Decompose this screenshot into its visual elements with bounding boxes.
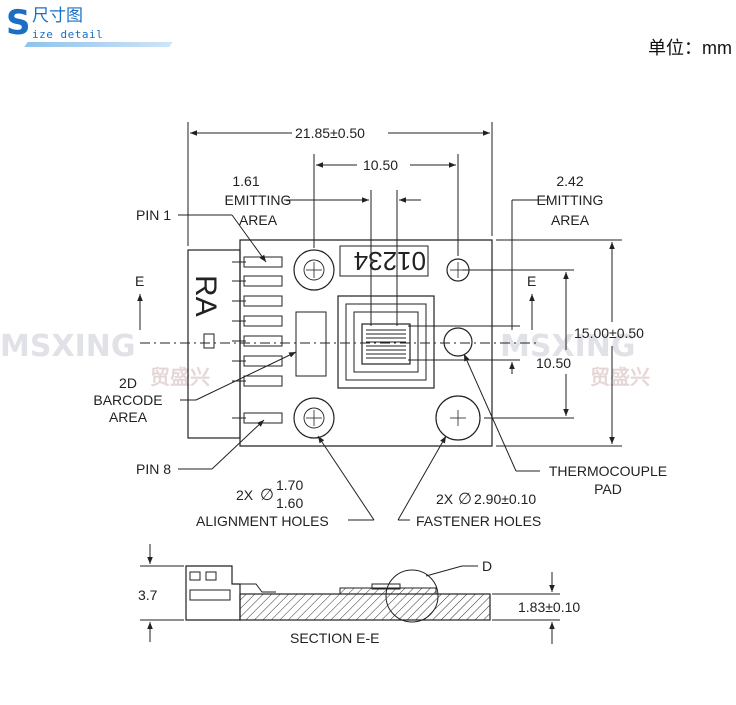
thermo-line1: THERMOCOUPLE — [549, 463, 667, 479]
watermark-brand-cn-right: 贸盛兴 — [590, 365, 650, 389]
chip-inner — [353, 311, 419, 373]
section-mark-left: E — [135, 273, 144, 289]
detail-label: D — [482, 558, 492, 574]
fastener-hole-bottom — [435, 395, 481, 441]
centre-marks — [306, 262, 466, 426]
fast-label: FASTENER HOLES — [416, 513, 541, 529]
inner-width-dim: 10.50 — [363, 157, 398, 173]
size-detail-logo: S 尺寸图 ize detail — [6, 3, 173, 48]
diameter-symbol-right: ∅ — [458, 491, 472, 508]
section-height-dim: 3.7 — [138, 587, 158, 603]
section-labels: 3.7 1.83±0.10 D SECTION E-E — [138, 558, 580, 646]
thermo-line2: PAD — [594, 481, 622, 497]
section-pin-lead — [232, 583, 276, 593]
height-dim: 15.00±0.50 — [574, 325, 644, 341]
top-view-labels: 21.85±0.50 10.50 1.61 EMITTING AREA 2.42… — [93, 125, 667, 529]
emitter-fins — [366, 329, 406, 359]
section-connector-slot1 — [189, 571, 201, 581]
alignment-hole-bottom-inner — [303, 407, 325, 429]
align-dia-upper: 1.70 — [276, 477, 303, 493]
section-die — [371, 583, 401, 590]
emit-right-line1: EMITTING — [537, 192, 604, 208]
width-dim: 21.85±0.50 — [295, 125, 365, 141]
connector-text: RA — [189, 275, 222, 317]
section-connector-slot3 — [189, 589, 231, 601]
alignment-hole-bottom — [293, 397, 335, 439]
barcode-line2: BARCODE — [93, 392, 162, 408]
barcode-area — [295, 311, 327, 377]
top-view-dimensions — [137, 122, 622, 521]
align-prefix: 2X — [236, 487, 254, 503]
thermocouple-pad — [443, 327, 473, 357]
pin8-label: PIN 8 — [136, 461, 171, 477]
connector-key — [203, 333, 215, 349]
align-label: ALIGNMENT HOLES — [196, 513, 329, 529]
barcode-line1: 2D — [119, 375, 137, 391]
section-base-dim: 1.83±0.10 — [518, 599, 580, 615]
barcode-line3: AREA — [109, 409, 148, 425]
chip-outer — [337, 295, 435, 389]
watermark: MSXING MSXING 贸盛兴 贸盛兴 — [0, 329, 650, 389]
diameter-symbol-left: ∅ — [260, 487, 274, 504]
section-connector-slot2 — [205, 571, 217, 581]
section-mark-right: E — [527, 273, 536, 289]
logo-letter: S — [6, 3, 31, 43]
pin-pads — [243, 256, 283, 424]
top-view: RA 01234 — [140, 239, 540, 447]
emit-left-line2: AREA — [239, 212, 278, 228]
fast-prefix: 2X — [436, 491, 454, 507]
chip-middle — [345, 303, 427, 381]
section-title: SECTION E-E — [290, 630, 379, 646]
section-dimensions — [140, 544, 560, 644]
emit-right-value: 2.42 — [556, 173, 583, 189]
logo-title-en: ize detail — [32, 28, 104, 41]
unit-label: 单位：mm — [648, 38, 732, 58]
section-base-plate — [239, 593, 491, 621]
alignment-hole-top — [293, 249, 335, 291]
emit-left-value: 1.61 — [232, 173, 259, 189]
alignment-hole-top-inner — [303, 259, 325, 281]
section-connector — [185, 565, 241, 621]
section-package — [339, 587, 437, 595]
emit-left-line1: EMITTING — [225, 192, 292, 208]
connector-pins — [232, 261, 246, 419]
pin1-label: PIN 1 — [136, 207, 171, 223]
watermark-brand-left: MSXING — [0, 329, 135, 364]
part-number: 01234 — [354, 246, 426, 276]
detail-circle — [385, 569, 439, 623]
fast-dia: 2.90±0.10 — [474, 491, 536, 507]
section-view — [185, 565, 491, 623]
board-outline — [239, 239, 493, 447]
part-number-box — [339, 245, 429, 277]
logo-title-cn: 尺寸图 — [32, 6, 83, 26]
inner-height-dim: 10.50 — [536, 355, 571, 371]
emit-right-line2: AREA — [551, 212, 590, 228]
watermark-brand-right: MSXING — [500, 329, 635, 364]
watermark-brand-cn-left: 贸盛兴 — [150, 365, 210, 389]
emitter-die — [361, 323, 411, 365]
align-dia-lower: 1.60 — [276, 495, 303, 511]
